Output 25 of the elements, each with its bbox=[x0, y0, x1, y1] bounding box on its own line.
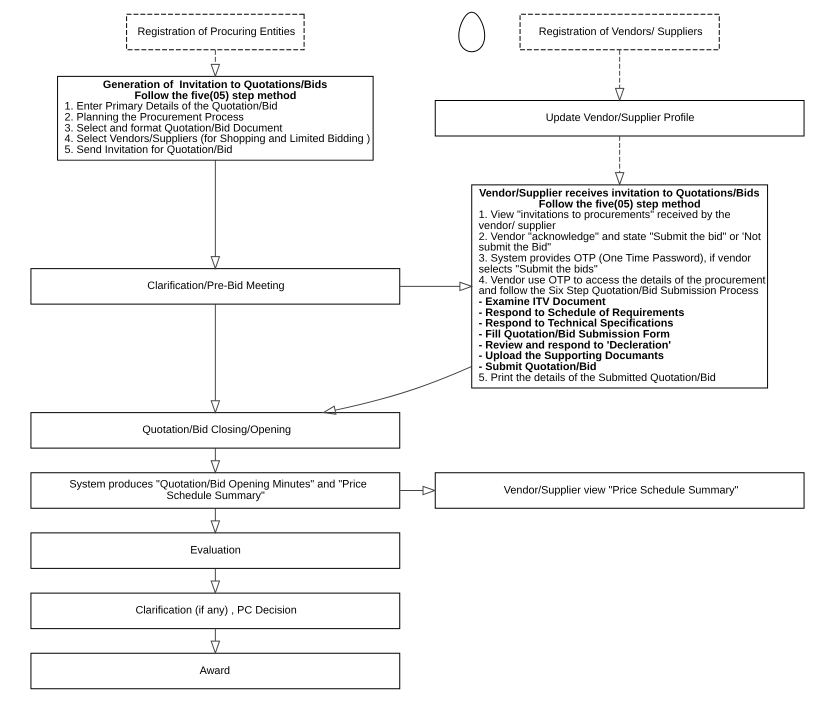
arrow bbox=[399, 282, 473, 292]
arrow bbox=[210, 50, 220, 78]
node-box: Registration of Procuring Entities bbox=[126, 14, 304, 50]
node-box: Quotation/Bid Closing/Opening bbox=[30, 412, 400, 449]
arrow bbox=[322, 366, 472, 415]
arrow bbox=[210, 628, 220, 654]
node-box: Clarification (if any) , PC Decision bbox=[30, 592, 400, 630]
node-box: Generation of Invitation to Quotations/Bids Follow the five(05) step method 1. Enter Primary Details of the Quotation/Bid 2. Planning the Procurement Process 3. Select and format Quotation/Bid Document 4. Select Vendors/Suppliers (for Shopping and Limited Bidding ) 5. Send Invitation for Quotation/Bid bbox=[56, 76, 374, 161]
arrow bbox=[399, 486, 436, 496]
node-box: Update Vendor/Supplier Profile bbox=[434, 100, 804, 137]
node-box: Vendor/Supplier view "Price Schedule Summary" bbox=[434, 472, 804, 509]
arrow bbox=[210, 304, 220, 414]
node-box: Evaluation bbox=[30, 532, 400, 569]
arrow bbox=[614, 136, 624, 186]
arrow bbox=[210, 508, 220, 534]
arrow bbox=[210, 160, 220, 270]
node-box: Clarification/Pre-Bid Meeting bbox=[30, 268, 400, 305]
node-box: Award bbox=[30, 652, 400, 690]
node-box: Vendor/Supplier receives invitation to Quotations/Bids Follow the five(05) step method 1. View "invitations to procurements" received by the vendor/ supplier 2. Vendor "acknowledge" and state "Submit the bid" or 'Not submit the Bid" 3. System provides OTP (One Time Password), if vendor selects "Submit the bids" 4. Vendor use OTP to access the details of the procurement and follow the Six Step Quotation/Bid Submission Process - Examine ITV Document - Respond to Schedule of Requirements - Respond to Technical Specifications - Fill Quotation/Bid Submission Form - Review and respond to 'Decleration' - Upload the Supporting Documants - Submit Quotation/Bid 5. Print the details of the Submitted Quotation/Bid bbox=[470, 184, 768, 388]
arrow bbox=[210, 568, 220, 594]
node-person bbox=[458, 12, 485, 52]
node-box: Registration of Vendors/ Suppliers bbox=[519, 14, 720, 50]
node-box: System produces "Quotation/Bid Opening Minutes" and "Price Schedule Summary" bbox=[30, 472, 400, 509]
arrow bbox=[614, 50, 624, 102]
arrow bbox=[210, 448, 220, 474]
